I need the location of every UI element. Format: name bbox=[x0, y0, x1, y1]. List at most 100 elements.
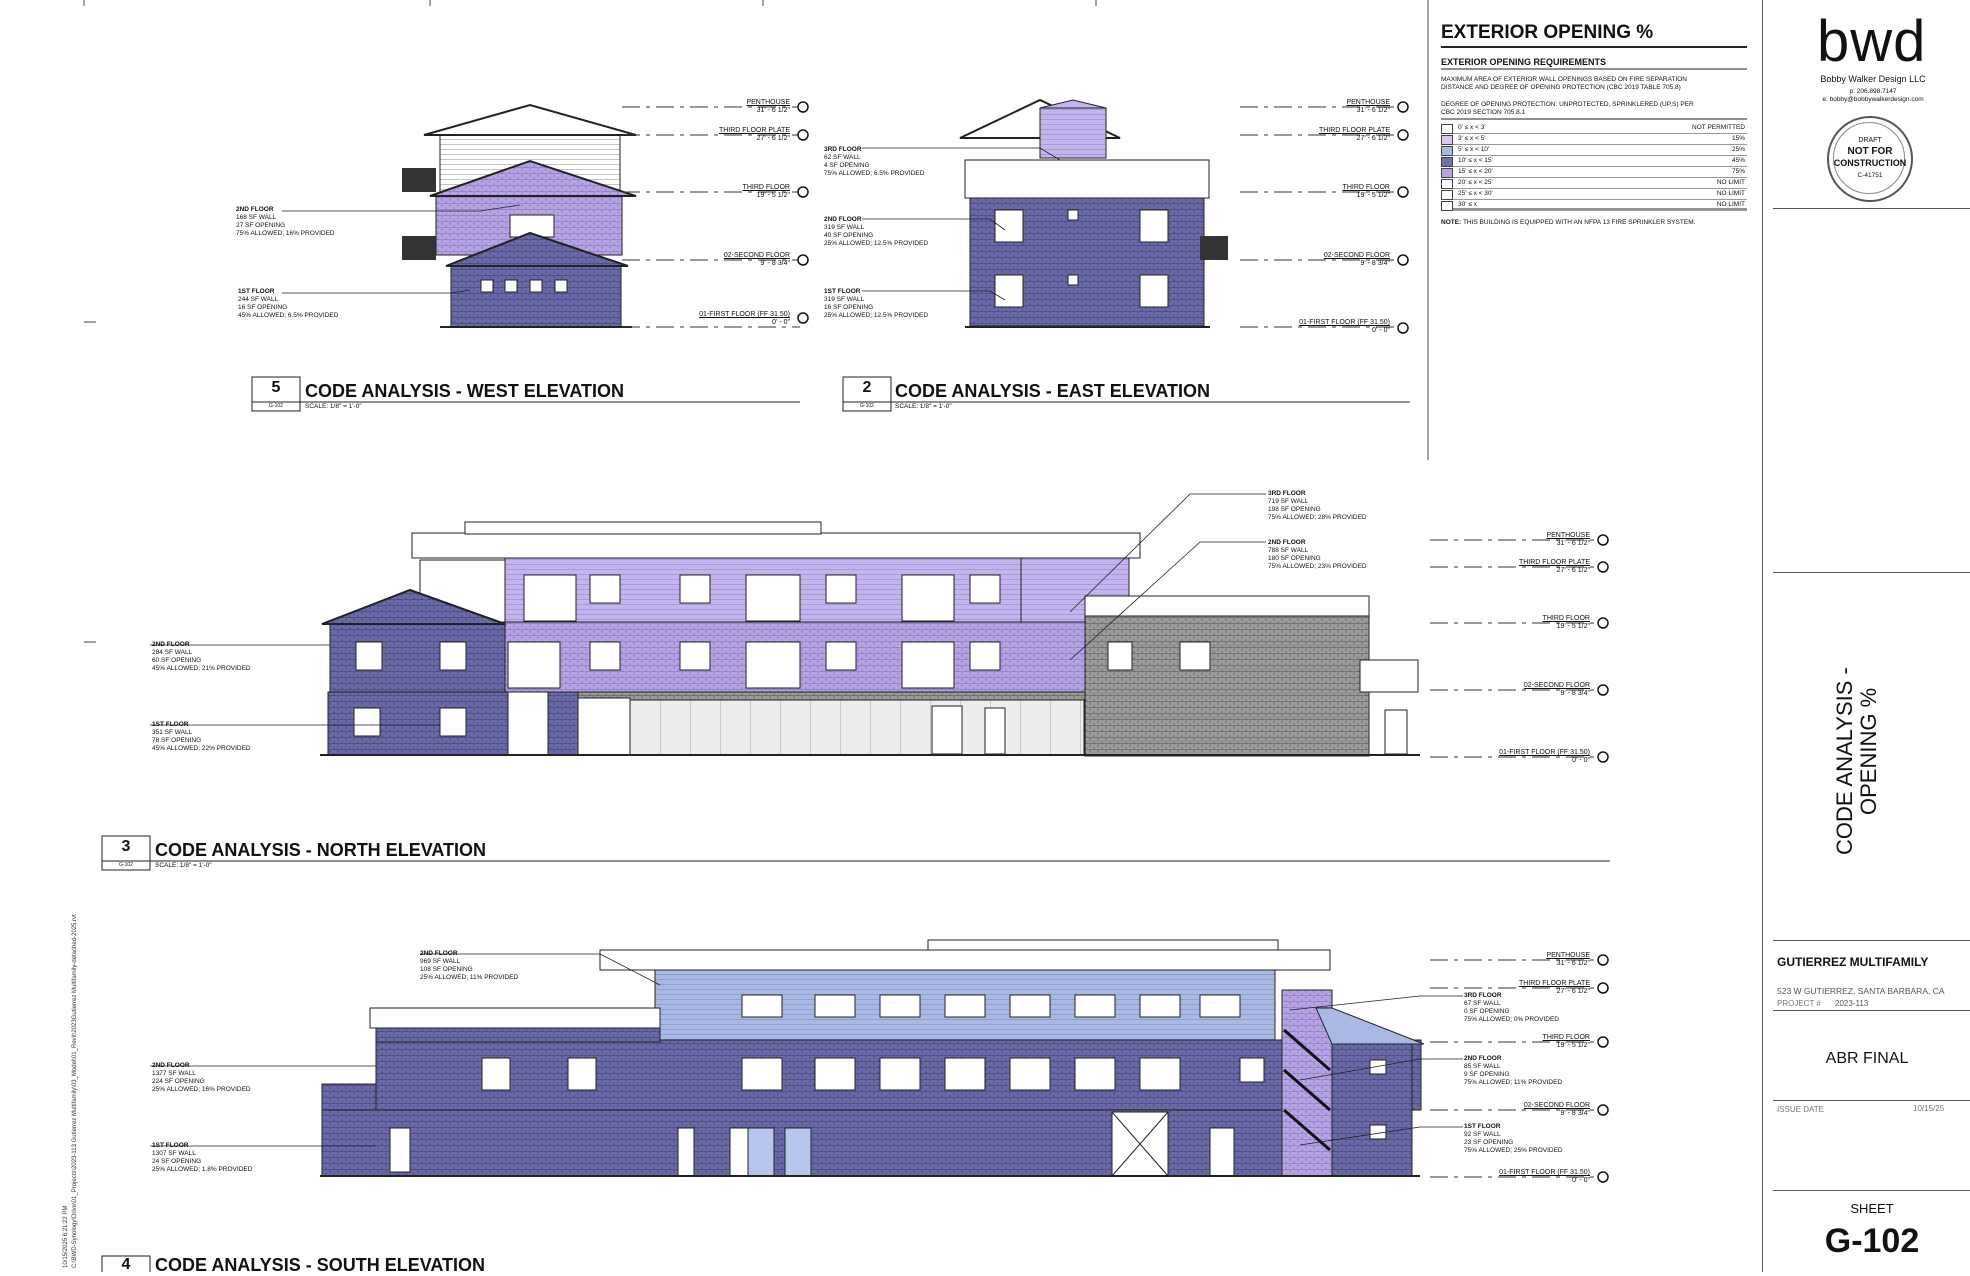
legend-lines bbox=[1441, 46, 1747, 210]
east-view-number: 2 bbox=[862, 379, 872, 396]
level-markers bbox=[797, 101, 1609, 1183]
level-label: 01-FIRST FLOOR (FF 31.50)0' - 0" bbox=[1499, 1169, 1590, 1184]
legend-row: 10' ≤ x < 15'45% bbox=[1441, 156, 1747, 167]
firm-email: e: bobby@bobbywalkerdesign.com bbox=[1822, 96, 1924, 103]
project-name: GUTIERREZ MULTIFAMILY bbox=[1777, 955, 1929, 969]
legend-range: 25' ≤ x < 30' bbox=[1458, 190, 1493, 197]
west-view-sheet: G-102 bbox=[269, 403, 283, 409]
legend-row: 30' ≤ x NO LIMIT bbox=[1441, 200, 1747, 211]
south-view-number: 4 bbox=[121, 1256, 131, 1273]
firm-logo: bwd bbox=[1817, 9, 1927, 74]
level-label: 01-FIRST FLOOR (FF 31.50)0' - 0" bbox=[699, 311, 790, 326]
west-view-title: CODE ANALYSIS - WEST ELEVATION bbox=[305, 381, 625, 401]
legend-range: 30' ≤ x bbox=[1458, 201, 1477, 208]
north-view-sheet: G-102 bbox=[119, 862, 133, 868]
east-view-title: CODE ANALYSIS - EAST ELEVATION bbox=[895, 381, 1211, 401]
legend-value: NOT PERMITTED bbox=[1692, 124, 1745, 131]
legend-value: 25% bbox=[1731, 146, 1745, 153]
legend-range: 5' ≤ x < 10' bbox=[1458, 146, 1490, 153]
north-view-scale: SCALE: 1/8" = 1'-0" bbox=[155, 862, 212, 869]
legend-swatch bbox=[1441, 146, 1453, 156]
legend-desc-1: MAXIMUM AREA OF EXTERIOR WALL OPENINGS B… bbox=[1441, 76, 1687, 83]
phase-label: ABR FINAL bbox=[1825, 1050, 1909, 1067]
legend-range: 0' ≤ x < 3' bbox=[1458, 124, 1486, 131]
title-block: bwd Bobby Walker Design LLC p: 206.898.7… bbox=[1762, 0, 1970, 1272]
level-lines bbox=[622, 106, 1600, 1178]
firm-name: Bobby Walker Design LLC bbox=[1820, 74, 1926, 84]
legend-desc-4: CBC 2019 SECTION 705.8.1 bbox=[1441, 109, 1526, 116]
legend-swatch bbox=[1441, 124, 1453, 134]
legend-range: 3' ≤ x < 5' bbox=[1458, 135, 1486, 142]
legend-note: NOTE: THIS BUILDING IS EQUIPPED WITH AN … bbox=[1441, 219, 1695, 226]
legend-value: 15% bbox=[1731, 135, 1745, 142]
legend-range: 10' ≤ x < 15' bbox=[1458, 157, 1493, 164]
legend-swatch bbox=[1441, 157, 1453, 167]
level-label: 01-FIRST FLOOR (FF 31.50)0' - 0" bbox=[1299, 319, 1390, 334]
legend-note-label: NOTE: bbox=[1441, 219, 1462, 226]
project-address: 523 W GUTIERREZ, SANTA BARBARA, CA bbox=[1777, 986, 1945, 996]
sheet-title-vertical: CODE ANALYSIS -OPENING % bbox=[1832, 667, 1881, 855]
south-view-title: CODE ANALYSIS - SOUTH ELEVATION bbox=[155, 1255, 486, 1275]
legend-swatch bbox=[1441, 135, 1453, 145]
east-elevation bbox=[959, 98, 1228, 328]
legend-row: 5' ≤ x < 10' 25% bbox=[1441, 145, 1747, 156]
sheet-top-border bbox=[83, 0, 1429, 643]
legend-subtitle: EXTERIOR OPENING REQUIREMENTS bbox=[1441, 57, 1607, 67]
leader-lines bbox=[150, 147, 1463, 1147]
west-view-number: 5 bbox=[271, 379, 281, 396]
west-elevation bbox=[402, 103, 637, 328]
legend-title: EXTERIOR OPENING % bbox=[1441, 22, 1654, 43]
sheet-label: SHEET bbox=[1850, 1201, 1894, 1216]
legend-row: 15' ≤ x < 20' 75% bbox=[1441, 167, 1747, 178]
legend-row: 0' ≤ x < 3' NOT PERMITTED bbox=[1441, 123, 1747, 134]
legend-swatch bbox=[1441, 201, 1453, 211]
legend-swatch bbox=[1441, 179, 1453, 189]
legend-table: 0' ≤ x < 3' NOT PERMITTED 3' ≤ x < 5' 15% 5'… bbox=[1441, 123, 1747, 211]
east-view-sheet: G-102 bbox=[860, 403, 874, 409]
legend-swatch bbox=[1441, 168, 1453, 178]
north-view-title: CODE ANALYSIS - NORTH ELEVATION bbox=[155, 840, 487, 860]
legend-range: 15' ≤ x < 20' bbox=[1458, 168, 1493, 175]
firm-phone: p: 206.898.7147 bbox=[1849, 88, 1897, 95]
legend-value: NO LIMIT bbox=[1716, 179, 1745, 186]
legend-value: 75% bbox=[1731, 168, 1745, 175]
issue-date: 10/15/25 bbox=[1913, 1104, 1945, 1113]
legend-value: NO LIMIT bbox=[1716, 201, 1745, 208]
east-view-scale: SCALE: 1/8" = 1'-0" bbox=[895, 403, 952, 410]
north-elevation bbox=[320, 521, 1420, 757]
project-number: 2023-113 bbox=[1835, 999, 1869, 1008]
legend-desc-3: DEGREE OF OPENING PROTECTION: UNPROTECTE… bbox=[1441, 101, 1694, 108]
legend-range: 20' ≤ x < 25' bbox=[1458, 179, 1493, 186]
